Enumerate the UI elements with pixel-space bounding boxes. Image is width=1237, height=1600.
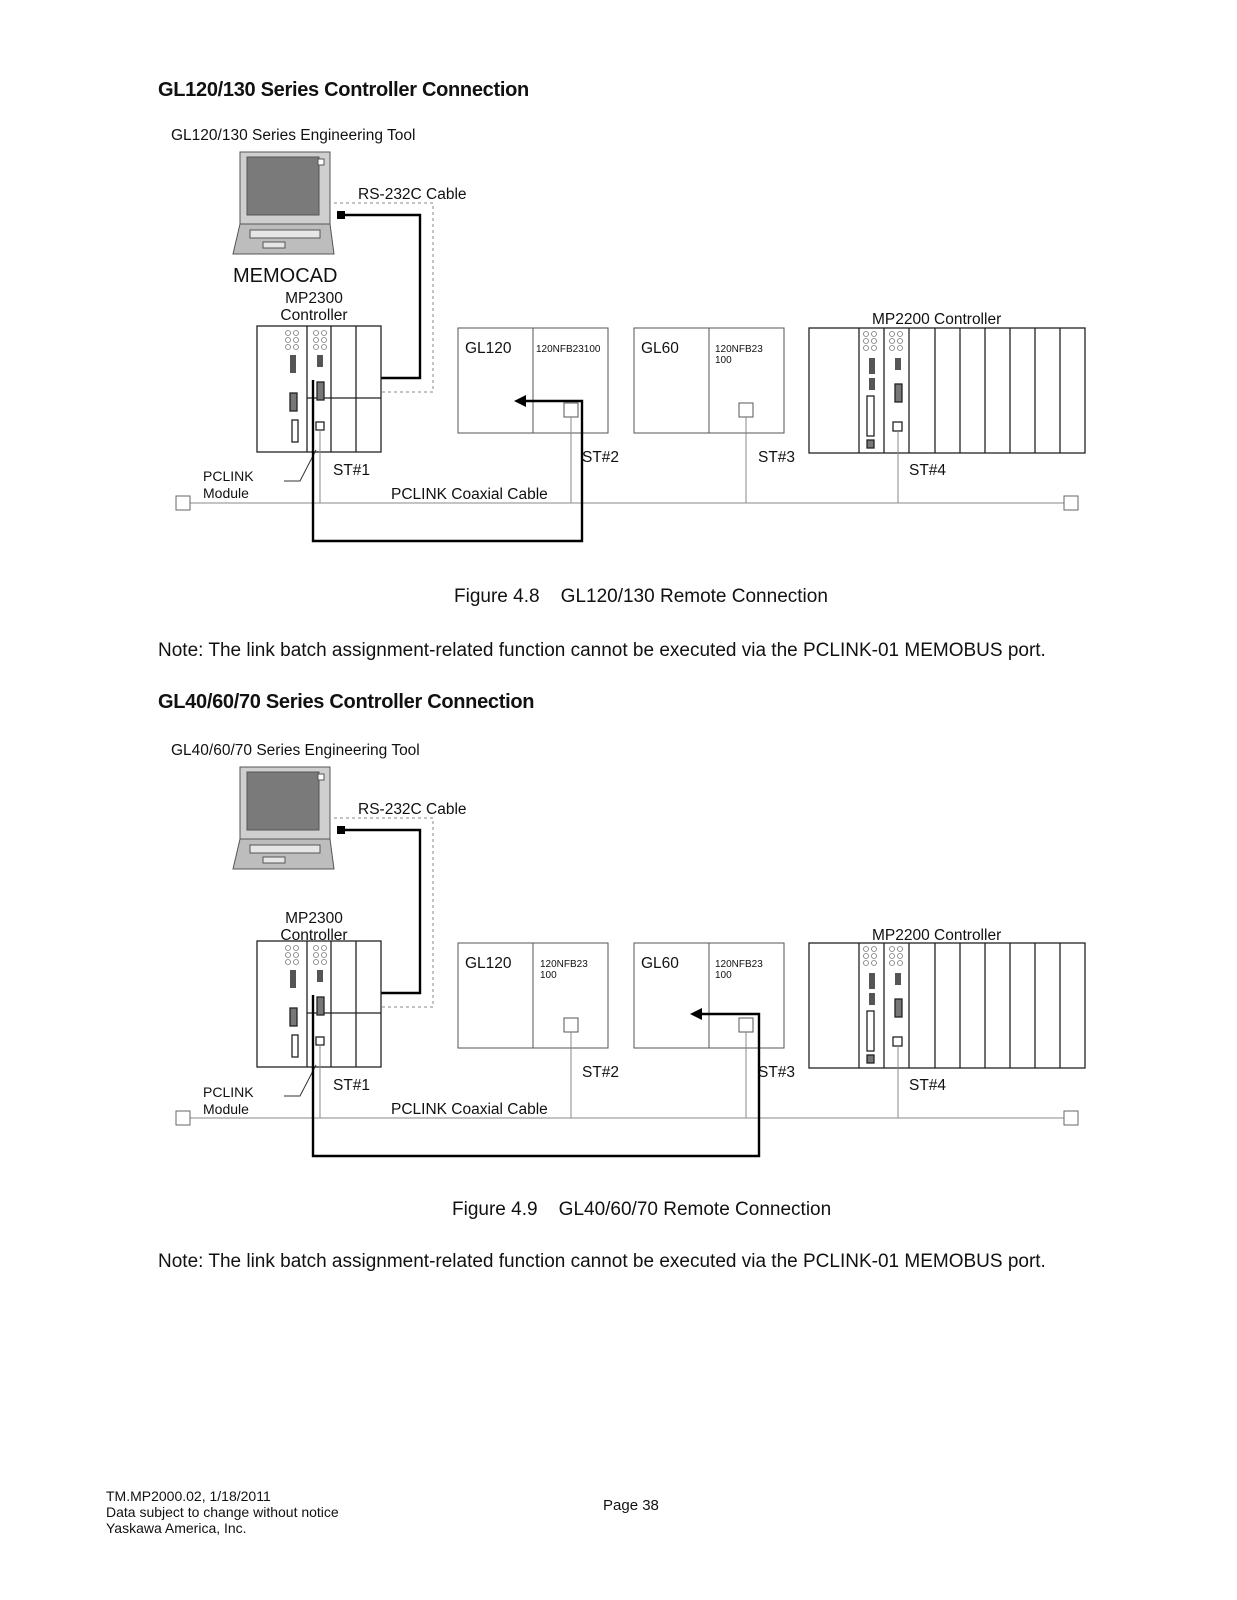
diagram-graphics bbox=[175, 766, 1086, 1158]
mp2300-label-line1: MP2300 bbox=[285, 290, 343, 307]
note-text: Note: The link batch assignment-related … bbox=[158, 1251, 1046, 1272]
mp2300-rack bbox=[256, 325, 382, 453]
footer-disclaimer: Data subject to change without notice bbox=[106, 1504, 339, 1520]
gl120-label: GL120 bbox=[465, 340, 512, 357]
mp2300-label: MP2300 Controller bbox=[262, 290, 366, 324]
rs232-cable-label: RS-232C Cable bbox=[358, 186, 467, 203]
gl60-model-line1: 120NFB23 bbox=[715, 959, 763, 970]
gl60-label: GL60 bbox=[641, 340, 679, 357]
engineering-tool-label: GL40/60/70 Series Engineering Tool bbox=[171, 742, 420, 759]
gl120-model-label: 120NFB23 100 bbox=[540, 959, 588, 981]
memocad-label: MEMOCAD bbox=[233, 265, 338, 287]
station-1-label: ST#1 bbox=[333, 1077, 371, 1094]
station-2-label: ST#2 bbox=[582, 449, 620, 466]
station-4-label: ST#4 bbox=[909, 462, 947, 479]
mp2300-label-line2: Controller bbox=[280, 307, 348, 324]
mp2300-label: MP2300 Controller bbox=[262, 910, 366, 944]
gl60-model-line1: 120NFB23 bbox=[715, 344, 763, 355]
station-3-label: ST#3 bbox=[758, 449, 796, 466]
gl60-model-label: 120NFB23 100 bbox=[715, 959, 763, 981]
pclink-module-line2: Module bbox=[203, 1101, 249, 1117]
coax-cable-label: PCLINK Coaxial Cable bbox=[391, 486, 548, 503]
mp2200-label: MP2200 Controller bbox=[872, 927, 1002, 944]
station-1-label: ST#1 bbox=[333, 462, 371, 479]
mp2300-rack bbox=[256, 940, 382, 1068]
mp2300-label-line1: MP2300 bbox=[285, 910, 343, 927]
engineering-tool-label: GL120/130 Series Engineering Tool bbox=[171, 127, 416, 144]
section-heading: GL40/60/70 Series Controller Connection bbox=[158, 691, 535, 713]
section-heading: GL120/130 Series Controller Connection bbox=[158, 79, 529, 101]
mp2200-label: MP2200 Controller bbox=[872, 311, 1002, 328]
gl120-model-line2: 100 bbox=[540, 970, 557, 981]
connection-diagram: GL40/60/70 Series Engineering Tool RS-23… bbox=[0, 735, 1237, 1215]
note-text: Note: The link batch assignment-related … bbox=[158, 640, 1046, 661]
gl60-model-line2: 100 bbox=[715, 355, 732, 366]
station-2-label: ST#2 bbox=[582, 1064, 620, 1081]
diagram-graphics bbox=[175, 151, 1086, 543]
laptop-icon bbox=[232, 766, 335, 870]
gl60-model-line2: 100 bbox=[715, 970, 732, 981]
gl60-label: GL60 bbox=[641, 955, 679, 972]
coax-cable-label: PCLINK Coaxial Cable bbox=[391, 1101, 548, 1118]
connection-diagram: GL120/130 Series Engineering Tool RS-232… bbox=[0, 120, 1237, 600]
gl120-model-line1: 120NFB23 bbox=[540, 959, 588, 970]
pclink-module-line1: PCLINK bbox=[203, 1084, 254, 1100]
footer-info: TM.MP2000.02, 1/18/2011 Data subject to … bbox=[106, 1488, 339, 1536]
station-3-label: ST#3 bbox=[758, 1064, 796, 1081]
rs232-cable-label: RS-232C Cable bbox=[358, 801, 467, 818]
pclink-module-line1: PCLINK bbox=[203, 468, 254, 484]
pclink-module-line2: Module bbox=[203, 485, 249, 501]
mp2300-label-line2: Controller bbox=[280, 927, 348, 944]
footer-company: Yaskawa America, Inc. bbox=[106, 1520, 247, 1536]
mp2200-rack bbox=[808, 942, 1086, 1069]
figure-caption: Figure 4.9 GL40/60/70 Remote Connection bbox=[452, 1199, 832, 1220]
pclink-module-label: PCLINK Module bbox=[203, 468, 254, 502]
page-number: Page 38 bbox=[603, 1497, 659, 1514]
figure-caption: Figure 4.8 GL120/130 Remote Connection bbox=[454, 586, 828, 607]
gl120-label: GL120 bbox=[465, 955, 512, 972]
pclink-module-label: PCLINK Module bbox=[203, 1084, 254, 1118]
gl120-model-line1: 120NFB23100 bbox=[536, 344, 601, 355]
mp2200-rack bbox=[808, 327, 1086, 454]
station-4-label: ST#4 bbox=[909, 1077, 947, 1094]
gl120-unit bbox=[457, 942, 609, 1049]
gl60-model-label: 120NFB23 100 bbox=[715, 344, 763, 366]
laptop-icon bbox=[232, 151, 335, 255]
footer-doc-id: TM.MP2000.02, 1/18/2011 bbox=[106, 1488, 271, 1504]
gl120-model-label: 120NFB23100 bbox=[536, 344, 601, 355]
gl60-unit bbox=[633, 327, 785, 434]
